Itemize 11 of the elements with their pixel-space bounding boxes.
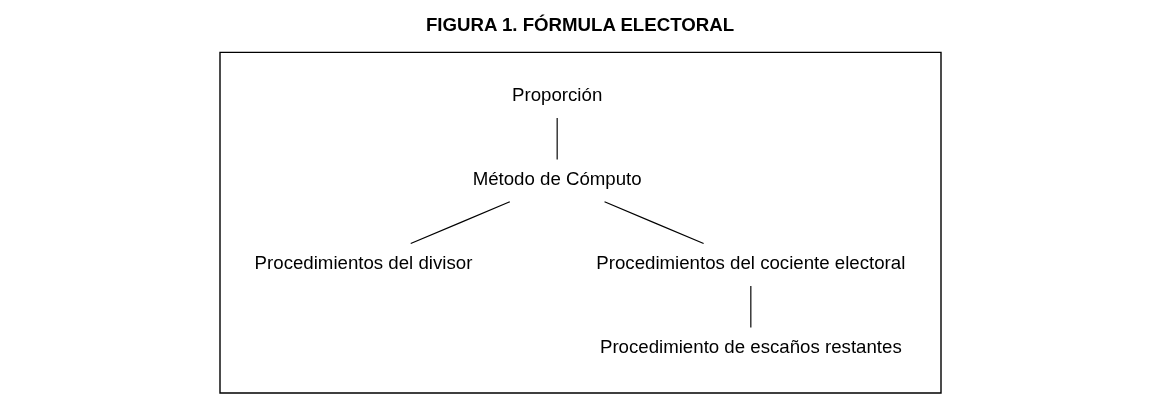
cluster [218,51,942,394]
connector [749,285,751,329]
diagram-title: FIGURA 1. FÓRMULA ELECTORAL [425,14,734,36]
connector [556,117,558,161]
node-text: Procedimientos del divisor [254,252,472,274]
node-text: Procedimientos del cociente electoral [595,252,905,274]
node-text: Procedimiento de escaños restantes [599,336,902,358]
node-text: Método de Cómputo [472,168,642,190]
node-text: Proporción [511,84,602,106]
connector [603,201,704,245]
connector [409,201,510,245]
